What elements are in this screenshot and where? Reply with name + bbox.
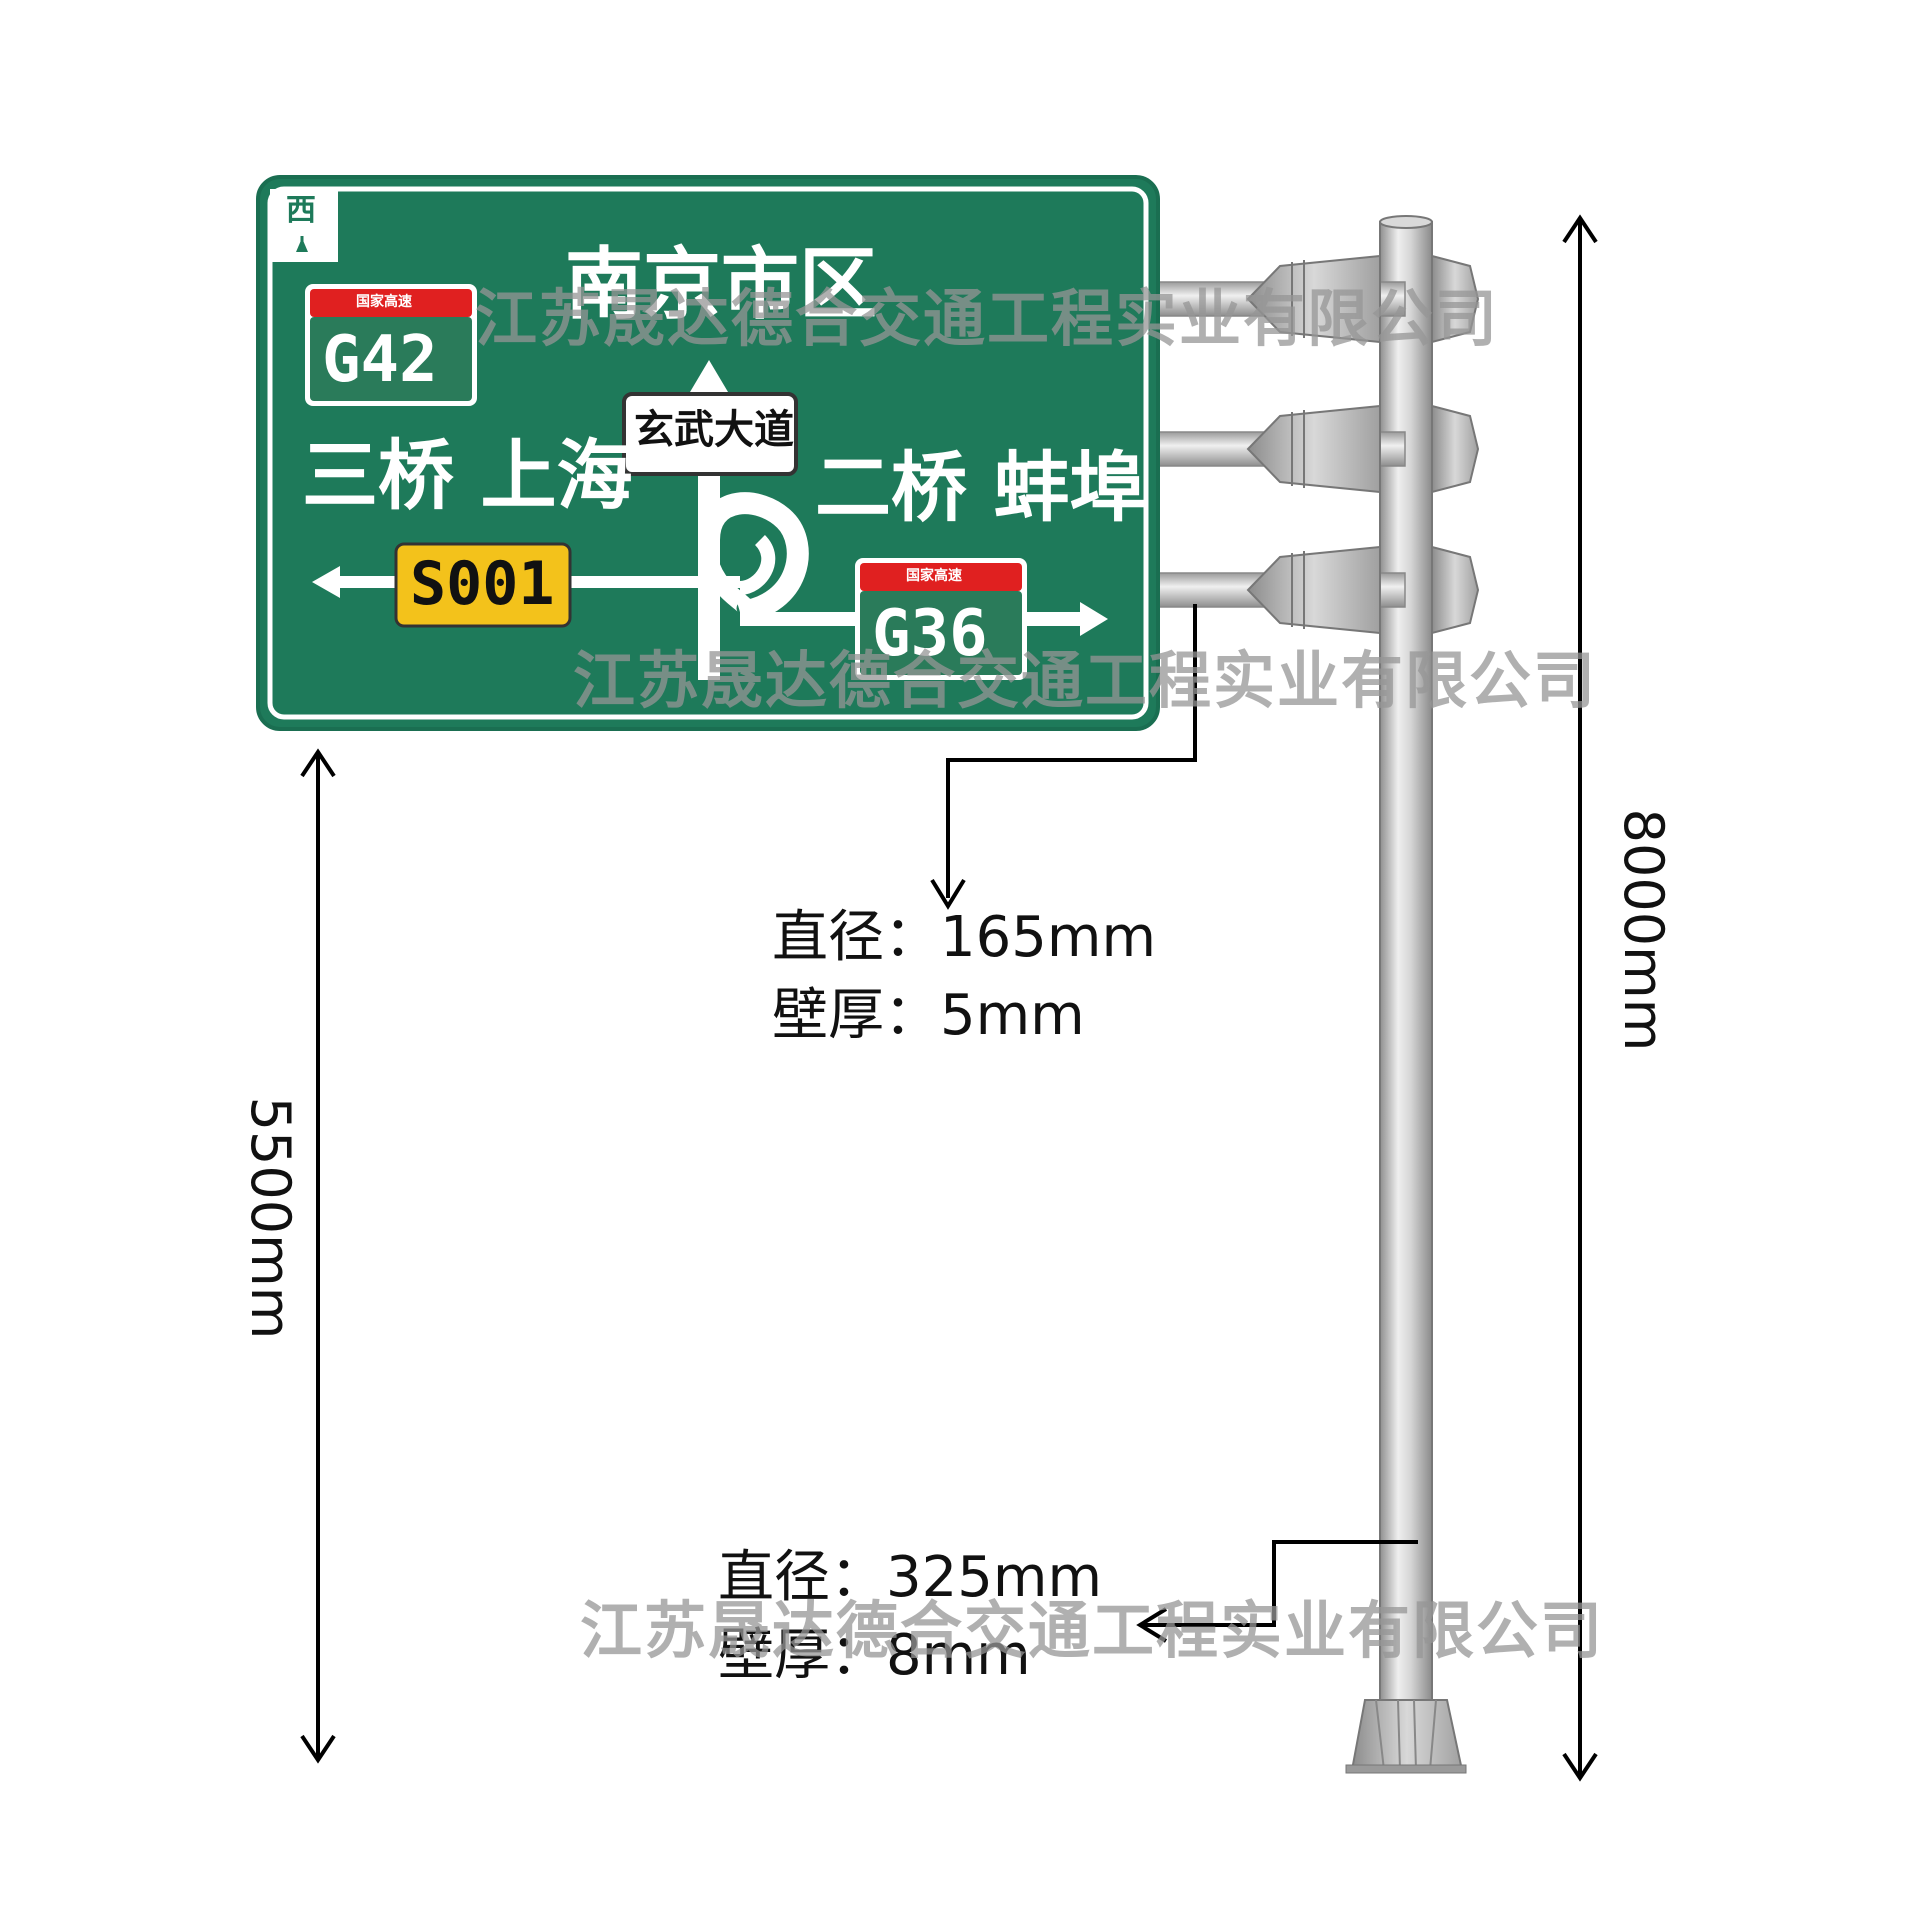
total-height-dimension	[1562, 214, 1598, 1782]
top-destination: 南京市区	[565, 240, 878, 330]
arm-wall-label: 壁厚：5mm	[772, 983, 1085, 1048]
g36-header: 国家高速	[906, 568, 962, 584]
watermark-bottom: 江苏晟达德合交通工程实业有限公司	[580, 1594, 1605, 1667]
pole-diameter-label: 直径：325mm	[718, 1545, 1102, 1610]
s001-route-number: S001	[410, 549, 555, 619]
main-pole	[1345, 215, 1467, 1774]
road-name-box	[622, 392, 798, 476]
left-destination: 三桥 上海	[302, 431, 633, 520]
clearance-height-label: 5500mm	[239, 1096, 302, 1340]
direction-tab	[270, 189, 338, 262]
guide-sign-panel	[256, 175, 1160, 731]
up-arrow-icon	[690, 360, 728, 392]
watermark-middle: 江苏晟达德合交通工程实业有限公司	[573, 644, 1598, 717]
pole-wall-label: 壁厚：8mm	[718, 1623, 1031, 1688]
total-height-label: 8000mm	[1612, 808, 1675, 1052]
loop-ramp	[698, 492, 809, 623]
g36-shield	[855, 558, 1027, 680]
clearance-dimension	[300, 748, 336, 1764]
right-destination: 二桥 蚌埠	[815, 443, 1146, 532]
g42-shield	[305, 284, 477, 406]
g36-route-number: G36	[872, 597, 988, 671]
g42-route-number: G42	[322, 323, 438, 397]
s001-shield	[394, 542, 572, 628]
cross-arms	[1154, 254, 1480, 635]
arm-diameter-label: 直径：165mm	[772, 905, 1156, 970]
watermark-top: 江苏晟达德合交通工程实业有限公司	[475, 282, 1500, 355]
g42-header: 国家高速	[356, 294, 412, 310]
direction-char: 西	[286, 193, 316, 228]
arm-leader-line	[930, 604, 1197, 910]
center-road-name: 玄武大道	[634, 407, 794, 453]
pole-leader-line	[1136, 1540, 1418, 1643]
